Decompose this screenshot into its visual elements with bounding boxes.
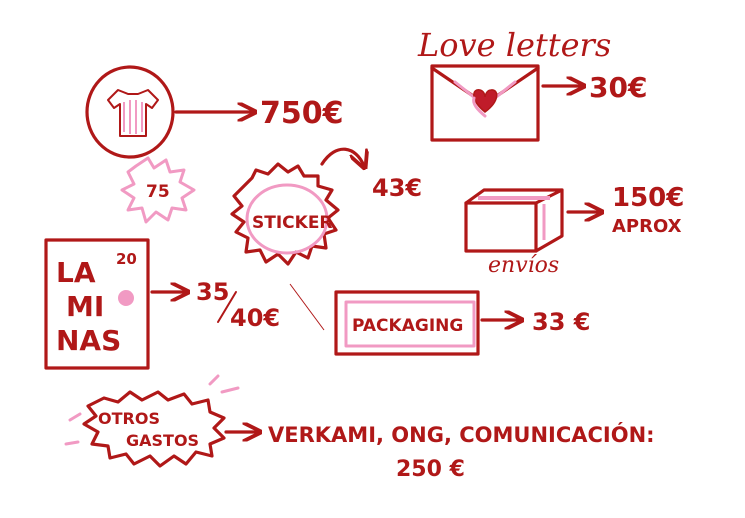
laminas-group: LA MI NAS 20 35 40€ [44, 238, 280, 370]
tshirt-badge-label: 75 [146, 182, 170, 202]
arrow-sticker [320, 147, 364, 166]
laminas-cost-bottom: 40€ [230, 304, 280, 332]
laminas-pink-dot [118, 290, 134, 306]
sticker-group: STICKER 43€ [230, 147, 422, 266]
laminas-cost-slash [217, 291, 237, 323]
packaging-box [334, 290, 480, 356]
laminas-cost-top: 35 [196, 278, 229, 306]
envios-group: envíos 150€ APROX [464, 183, 684, 278]
envios-note: APROX [612, 216, 682, 237]
sticker-label: STICKER [252, 213, 333, 233]
connector-line [289, 283, 325, 331]
sticker-cost: 43€ [372, 174, 422, 202]
packaging-group: PACKAGING 33 € [289, 283, 590, 356]
packaging-label: PACKAGING [352, 316, 463, 336]
tshirt-badge: 75 [120, 156, 196, 224]
otros-line-2: GASTOS [126, 431, 199, 450]
love-letters-group: Love letters 30€ [417, 26, 647, 142]
tshirt-group: 750€ 75 [85, 65, 344, 224]
envios-cost: 150€ [612, 183, 684, 213]
laminas-line-1: LA [56, 256, 96, 289]
laminas-line-3: NAS [56, 324, 121, 357]
tshirt-icon [85, 65, 175, 159]
packaging-inner [344, 300, 476, 348]
laminas-line-2: MI [66, 290, 104, 323]
love-letters-cost: 30€ [589, 71, 647, 104]
envelope-heart-icon [430, 64, 540, 142]
otros-badge [82, 390, 226, 468]
otros-cost: 250 € [396, 457, 465, 482]
laminas-count: 20 [116, 250, 137, 268]
otros-line-1: OTROS [98, 409, 160, 428]
packaging-cost: 33 € [532, 308, 590, 336]
otros-detail: VERKAMI, ONG, COMUNICACIÓN: [268, 422, 655, 447]
otros-group: OTROS GASTOS VERKAMI, ONG, COMUNICACIÓN:… [64, 374, 655, 482]
love-letters-title: Love letters [417, 26, 611, 64]
box-icon [464, 188, 564, 253]
laminas-frame [44, 238, 150, 370]
sticker-badge [230, 162, 340, 266]
tshirt-cost: 750€ [260, 96, 344, 131]
envios-label: envíos [488, 253, 559, 278]
